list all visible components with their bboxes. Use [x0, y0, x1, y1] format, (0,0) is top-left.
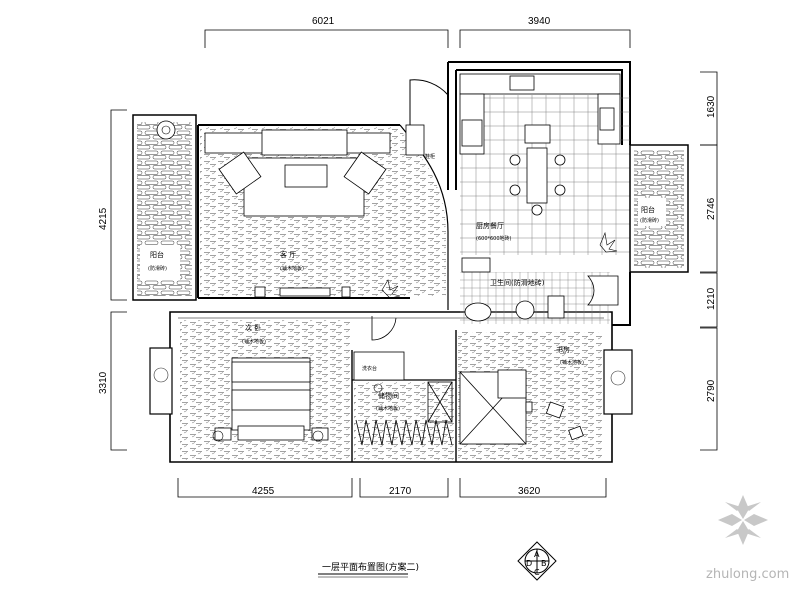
storage-floor: [354, 382, 454, 460]
study-label: 书房: [556, 345, 570, 354]
dimension-lines: [110, 29, 718, 498]
side-planter-right: [603, 349, 633, 415]
storage-label: 储物间: [378, 391, 399, 400]
dim-top-left: 6021: [312, 16, 335, 27]
dim-bottom-2: 2170: [389, 486, 412, 497]
side-planter-left: [149, 347, 173, 415]
kitchen-furniture: [459, 73, 621, 216]
plant-icon: [156, 120, 176, 140]
dim-left-2: 3310: [98, 371, 109, 394]
balcony-left-note: (防滑砖): [148, 265, 167, 272]
lamp-icon: [312, 430, 324, 442]
drawing-title: 一层平面布置图(方案二): [322, 561, 419, 573]
dining-note: (600*600地砖): [476, 235, 512, 242]
balcony-right: [629, 144, 689, 273]
dim-right-4: 2790: [706, 379, 717, 402]
watermark-logo-icon: [718, 495, 768, 545]
bedroom-label: 次 卧: [245, 323, 261, 332]
living-label: 客 厅: [280, 250, 296, 259]
drain-icon: [373, 383, 383, 393]
dim-left-1: 4215: [98, 207, 109, 230]
dim-bottom-1: 4255: [252, 486, 275, 497]
dim-right-3: 1210: [706, 287, 717, 310]
shoe-cabinet: [405, 124, 425, 156]
laundry-counter: [353, 351, 405, 381]
dim-bottom-3: 3620: [518, 486, 541, 497]
stairs: [355, 381, 453, 446]
balcony-right-note: (防滑砖): [640, 217, 659, 224]
laundry-label: 洗衣台: [362, 365, 377, 372]
balcony-right-label: 阳台: [641, 205, 655, 214]
shoe-cabinet-label: 鞋柜: [425, 153, 435, 160]
plant-icon: [381, 279, 401, 299]
bedroom-furniture: [214, 357, 329, 441]
bathroom-label: 卫生间(防滑地砖): [490, 278, 545, 287]
living-furniture: [204, 129, 391, 298]
compass-d: D: [526, 559, 532, 568]
plant-icon: [153, 367, 169, 383]
entry-door-swing: [409, 79, 449, 125]
bedroom-door-swing: [371, 316, 397, 341]
bedroom-note: (铺木地板): [242, 338, 266, 345]
living-note: (铺木地板): [280, 265, 304, 272]
compass-b: B: [541, 559, 547, 568]
plant-icon: [599, 231, 618, 253]
dim-right-1: 1630: [706, 95, 717, 118]
balcony-left-label: 阳台: [150, 250, 164, 259]
compass-c: C: [534, 568, 540, 577]
bathroom-fixtures: [461, 257, 619, 322]
watermark-text: zhulong.com: [706, 567, 789, 582]
lamp-icon: [212, 430, 224, 442]
plant-icon: [610, 370, 626, 386]
compass-icon: [517, 541, 557, 581]
dining-label: 厨房餐厅: [476, 221, 504, 230]
compass-a: A: [534, 550, 540, 559]
study-furniture: [459, 369, 584, 445]
plant-icon: [161, 125, 171, 135]
balcony-left: [132, 114, 197, 301]
study-note: (铺木地板): [560, 359, 584, 366]
storage-note: (铺木地板): [376, 405, 400, 412]
dim-right-2: 2746: [706, 197, 717, 220]
dim-top-right: 3940: [528, 16, 551, 27]
